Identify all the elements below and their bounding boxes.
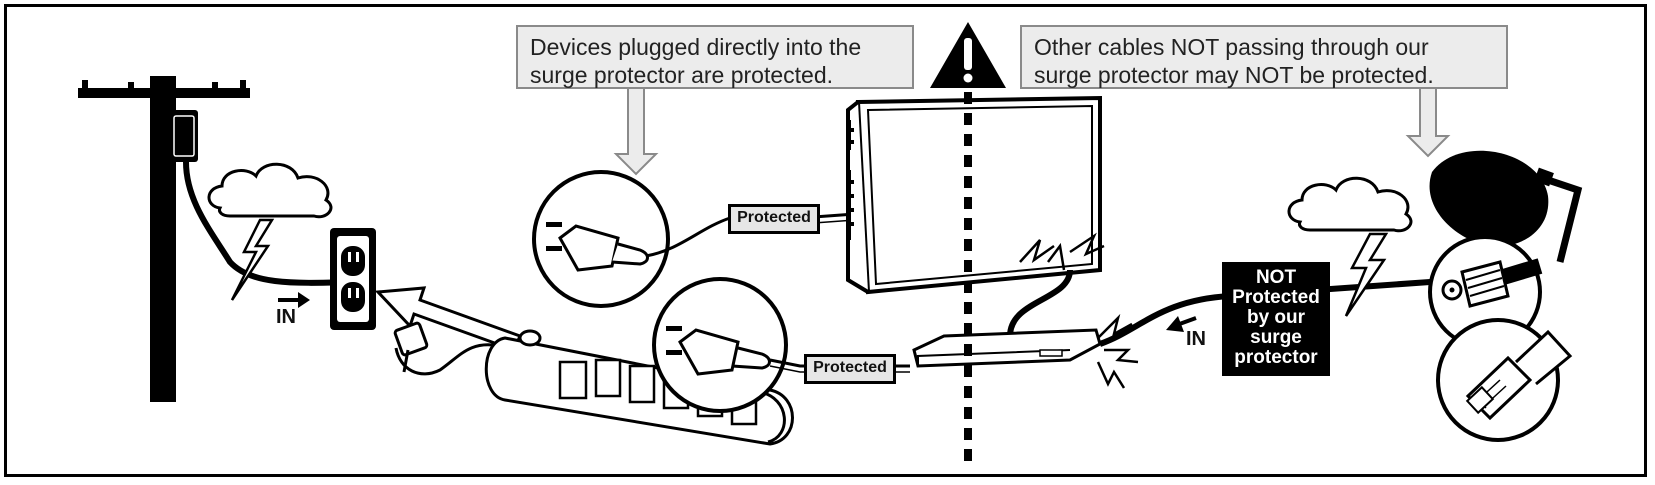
not-protected-line2: Protected (1232, 287, 1320, 308)
not-protected-line1: NOT (1255, 267, 1297, 288)
satellite-dish-icon (1429, 150, 1583, 263)
warning-icon (930, 22, 1006, 88)
in-arrow-right (1166, 316, 1197, 332)
not-protected-box: NOT Protected by our surge protector (1222, 262, 1330, 376)
in-label-right: IN (1186, 328, 1206, 350)
not-protected-line3: by our (1246, 307, 1306, 328)
callout-arrow-protected (613, 87, 659, 176)
protected-tag-tv: Protected (728, 204, 820, 234)
plug-icon (532, 170, 731, 308)
callout-arrow-not-protected (1405, 87, 1451, 158)
lightning-bolt-icon (1096, 313, 1139, 389)
callout-protected-line2: surge protector are protected. (530, 62, 833, 88)
storm-cloud-icon (1287, 176, 1413, 233)
not-protected-line5: protector (1234, 347, 1318, 368)
protected-tag-box: Protected (804, 354, 896, 384)
not-protected-line4: surge (1250, 327, 1302, 348)
plug-icon (652, 277, 788, 413)
callout-protected-line1: Devices plugged directly into the (530, 34, 862, 60)
lightning-bolt-icon (230, 218, 275, 301)
wall-outlet-icon (330, 228, 376, 330)
lightning-bolt-icon (1344, 232, 1389, 317)
storm-cloud-icon (207, 162, 333, 219)
in-arrow-left (278, 292, 310, 308)
callout-not-protected: Other cables NOT passing through our sur… (1020, 25, 1508, 89)
in-label-left: IN (276, 306, 296, 328)
coax-connector-icon (1428, 235, 1543, 349)
callout-not-protected-line1: Other cables NOT passing through our (1034, 34, 1429, 60)
lightning-bolt-icon (1019, 232, 1105, 271)
callout-not-protected-line2: surge protector may NOT be protected. (1034, 62, 1434, 88)
diagram-frame (4, 4, 1647, 477)
callout-protected: Devices plugged directly into the surge … (516, 25, 914, 89)
ethernet-connector-icon (1436, 318, 1573, 442)
utility-pole-icon (78, 76, 351, 402)
cable-box-icon (912, 328, 1102, 368)
